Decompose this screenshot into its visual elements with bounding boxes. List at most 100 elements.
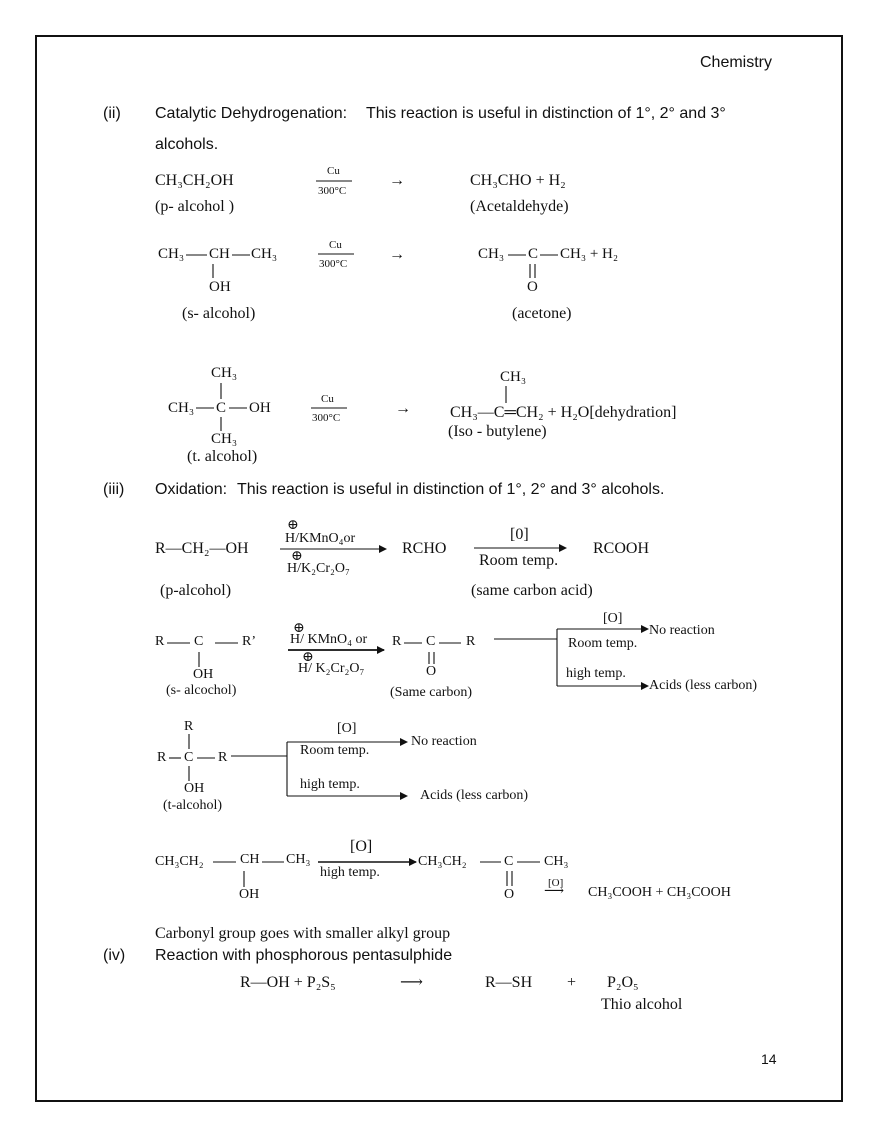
- ch3-group: CH₃: [478, 246, 505, 262]
- section-title: Oxidation:: [155, 481, 228, 498]
- product: Acids (less carbon): [649, 678, 758, 693]
- reactant-label: (p-alcohol): [160, 582, 232, 599]
- section-number: (iii): [103, 481, 125, 498]
- page-border: [35, 35, 843, 1102]
- temperature: 300°C: [312, 412, 341, 424]
- plus-sign: +: [567, 974, 577, 991]
- reactant-label: (s- alcohol): [182, 305, 256, 322]
- ch3-group: CH₃ + H₂: [560, 246, 619, 262]
- condition: Room temp.: [300, 743, 370, 758]
- ch3-group: CH₃: [211, 365, 238, 381]
- section-description: This reaction is useful in distinction o…: [366, 105, 726, 122]
- reaction-arrow: →: [389, 172, 405, 189]
- product-label: (Same carbon): [390, 685, 473, 700]
- product-label: Thio alcohol: [601, 996, 683, 1013]
- oxidant: [O]: [337, 721, 357, 736]
- ch3-group: CH₃: [544, 854, 569, 869]
- plus-sign: ⊕: [291, 549, 303, 564]
- temperature: 300°C: [319, 258, 348, 270]
- plus-sign: ⊕: [287, 518, 299, 533]
- product: Acids (less carbon): [420, 788, 529, 803]
- r-group: R: [466, 634, 476, 649]
- reactant-label: (p- alcohol ): [155, 198, 235, 215]
- oh-group: OH: [249, 400, 271, 416]
- temperature: 300°C: [318, 185, 347, 197]
- condition: high temp.: [300, 777, 360, 792]
- section-number: (ii): [103, 105, 121, 122]
- ch-group: CH: [209, 246, 230, 262]
- product-label: (Iso - butylene): [448, 423, 547, 440]
- ethyl-group: CH₃CH₂: [418, 854, 467, 869]
- condition: high temp.: [566, 666, 626, 681]
- oxidant: [O]: [350, 838, 373, 855]
- product-label: (same carbon acid): [471, 582, 593, 599]
- oxidant: [O]: [548, 877, 564, 889]
- reactant-label: (t-alcohol): [163, 798, 223, 813]
- note: Carbonyl group goes with smaller alkyl g…: [155, 925, 451, 942]
- reaction-arrow: ⟶: [400, 974, 423, 991]
- ch-group: CH: [240, 852, 260, 867]
- oxygen: O: [426, 664, 437, 679]
- oh-group: OH: [184, 781, 205, 796]
- ch3-group: CH₃: [500, 369, 527, 385]
- reactant-label: (s- alcochol): [166, 683, 237, 698]
- product: RCOOH: [593, 540, 650, 557]
- reactant-label: (t. alcohol): [187, 448, 258, 465]
- ch3-group: CH₃: [158, 246, 185, 262]
- reaction-arrow: ⟶: [544, 884, 565, 899]
- section-description-cont: alcohols.: [155, 136, 219, 153]
- oxidant: [O]: [603, 611, 623, 626]
- no-reaction: No reaction: [411, 734, 477, 749]
- oxygen: O: [527, 279, 538, 295]
- reaction-arrow: →: [389, 246, 405, 263]
- condition: high temp.: [320, 865, 380, 880]
- reagent: H/KMnO₄or: [285, 531, 356, 546]
- oxidant: [0]: [510, 526, 529, 543]
- product: CH₃CHO + H₂: [470, 172, 566, 189]
- page-header: Chemistry: [700, 54, 773, 71]
- reactant: R—CH₂—OH: [155, 540, 249, 557]
- carbon: C: [184, 750, 194, 765]
- reagent: H/ KMnO₄ or: [290, 632, 368, 647]
- reagent: H/ K₂Cr₂O₇: [298, 661, 365, 676]
- section-description: This reaction is useful in distinction o…: [237, 481, 665, 498]
- section-title: Reaction with phosphorous pentasulphide: [155, 947, 453, 964]
- carbon: C: [216, 400, 227, 416]
- oh-group: OH: [239, 887, 260, 902]
- ch3-group: CH₃: [251, 246, 278, 262]
- page-number: 14: [761, 1051, 777, 1067]
- carbon: C: [194, 634, 204, 649]
- ethyl-group: CH₃CH₂: [155, 854, 204, 869]
- plus-sign: ⊕: [293, 621, 305, 636]
- section-title: Catalytic Dehydrogenation:: [155, 105, 348, 122]
- condition: Room temp.: [568, 636, 638, 651]
- catalyst: Cu: [327, 165, 340, 177]
- products: CH₃COOH + CH₃COOH: [588, 885, 731, 900]
- ch3-group: CH₃: [211, 431, 238, 447]
- catalyst: Cu: [329, 239, 342, 251]
- section-number: (iv): [103, 947, 126, 964]
- intermediate: RCHO: [402, 540, 447, 557]
- product: R—SH: [485, 974, 533, 991]
- r-group: R’: [242, 634, 256, 649]
- reactant: R—OH + P₂S₅: [240, 974, 336, 991]
- reaction-arrow: →: [395, 400, 411, 417]
- product: CH₃—C═CH₂ + H₂O[dehydration]: [450, 404, 677, 421]
- carbonyl-carbon: C: [504, 854, 514, 869]
- catalyst: Cu: [321, 393, 334, 405]
- reagent: H/K₂Cr₂O₇: [287, 561, 350, 576]
- plus-sign: ⊕: [302, 650, 314, 665]
- r-group: R: [184, 719, 194, 734]
- product-label: (acetone): [512, 305, 572, 322]
- reactant: CH₃CH₂OH: [155, 172, 234, 189]
- oh-group: OH: [209, 279, 231, 295]
- r-group: R: [157, 750, 167, 765]
- ch3-group: CH₃: [168, 400, 195, 416]
- product: P₂O₅: [607, 974, 639, 991]
- oh-group: OH: [193, 667, 214, 682]
- no-reaction: No reaction: [649, 623, 715, 638]
- carbonyl-carbon: C: [528, 246, 539, 262]
- ch3-group: CH₃: [286, 852, 311, 867]
- condition: Room temp.: [479, 552, 559, 569]
